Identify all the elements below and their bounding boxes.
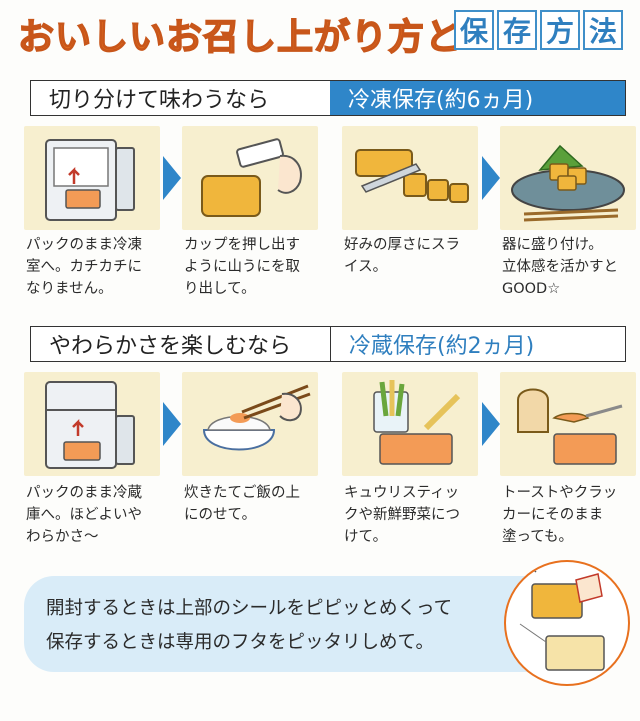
opening-storage-note <box>24 576 554 672</box>
section-frozen-right-label: 冷凍保存(約6ヵ月) <box>330 81 625 115</box>
title-box-4: 法 <box>583 10 623 50</box>
refrigerated-step-2-illustration <box>182 372 318 476</box>
frozen-step-3-caption: 好みの厚さにスラ イス。 <box>344 237 460 275</box>
note-line-1: 開封するときは上部のシールをピピッとめくって <box>46 598 453 619</box>
refrigerated-step-2-caption: 炊きたてご飯の上 にのせて。 <box>184 485 300 523</box>
step-arrow-icon <box>482 156 500 200</box>
serving-plate-icon <box>511 144 625 222</box>
frozen-step-1-illustration <box>24 126 160 230</box>
refrigerated-step-1-illustration <box>24 372 160 476</box>
container-lid-icon <box>519 568 605 671</box>
section-refrigerated-header: やわらかさを楽しむなら 冷蔵保存(約2ヵ月) <box>30 326 626 362</box>
refrigerator-icon <box>45 381 135 469</box>
cucumber-stick-icon <box>373 380 461 465</box>
frozen-step-4-illustration <box>500 126 636 230</box>
refrigerated-step-1-caption: パックのまま冷蔵 庫へ。ほどよいや わらかさ～ <box>26 485 142 545</box>
step-arrow-icon <box>482 402 500 446</box>
title-storage-method: 保 存 方 法 <box>454 10 623 50</box>
step-arrow-icon <box>163 402 181 446</box>
container-seal-illustration <box>504 560 630 686</box>
frozen-step-1-caption: パックのまま冷凍 室へ。カチカチに なりません。 <box>26 237 142 297</box>
title-box-3: 方 <box>540 10 580 50</box>
step-arrow-icon <box>163 156 181 200</box>
refrigerated-step-3-caption: キュウリスティッ クや新鮮野菜につ けて。 <box>344 485 460 545</box>
frozen-step-4-caption: 器に盛り付け。 立体感を活かすと GOOD☆ <box>502 237 618 297</box>
slicing-knife-icon <box>355 149 469 203</box>
section-frozen-header: 切り分けて味わうなら 冷凍保存(約6ヵ月) <box>30 80 626 116</box>
frozen-step-2-illustration <box>182 126 318 230</box>
section-frozen-left-label: 切り分けて味わうなら <box>31 81 330 115</box>
toast-spread-icon <box>517 388 623 465</box>
refrigerated-step-3-illustration <box>342 372 478 476</box>
cup-push-icon <box>201 138 302 217</box>
fridge-freezer-icon <box>45 139 135 221</box>
title-box-2: 存 <box>497 10 537 50</box>
frozen-step-2-caption: カップを押し出す ように山うにを取 り出して。 <box>184 237 300 297</box>
refrigerated-step-4-caption: トーストやクラッ カーにそのまま 塗っても。 <box>502 485 618 545</box>
refrigerated-step-4-illustration <box>500 372 636 476</box>
note-line-2: 保存するときは専用のフタをピッタリしめて。 <box>46 632 434 653</box>
section-refrigerated-right-label: 冷蔵保存(約2ヵ月) <box>330 327 625 361</box>
rice-bowl-chopsticks-icon <box>202 384 311 451</box>
page-title: おいしいお召し上がり方と <box>17 16 463 59</box>
title-box-1: 保 <box>454 10 494 50</box>
section-refrigerated-left-label: やわらかさを楽しむなら <box>31 327 330 361</box>
frozen-step-3-illustration <box>342 126 478 230</box>
